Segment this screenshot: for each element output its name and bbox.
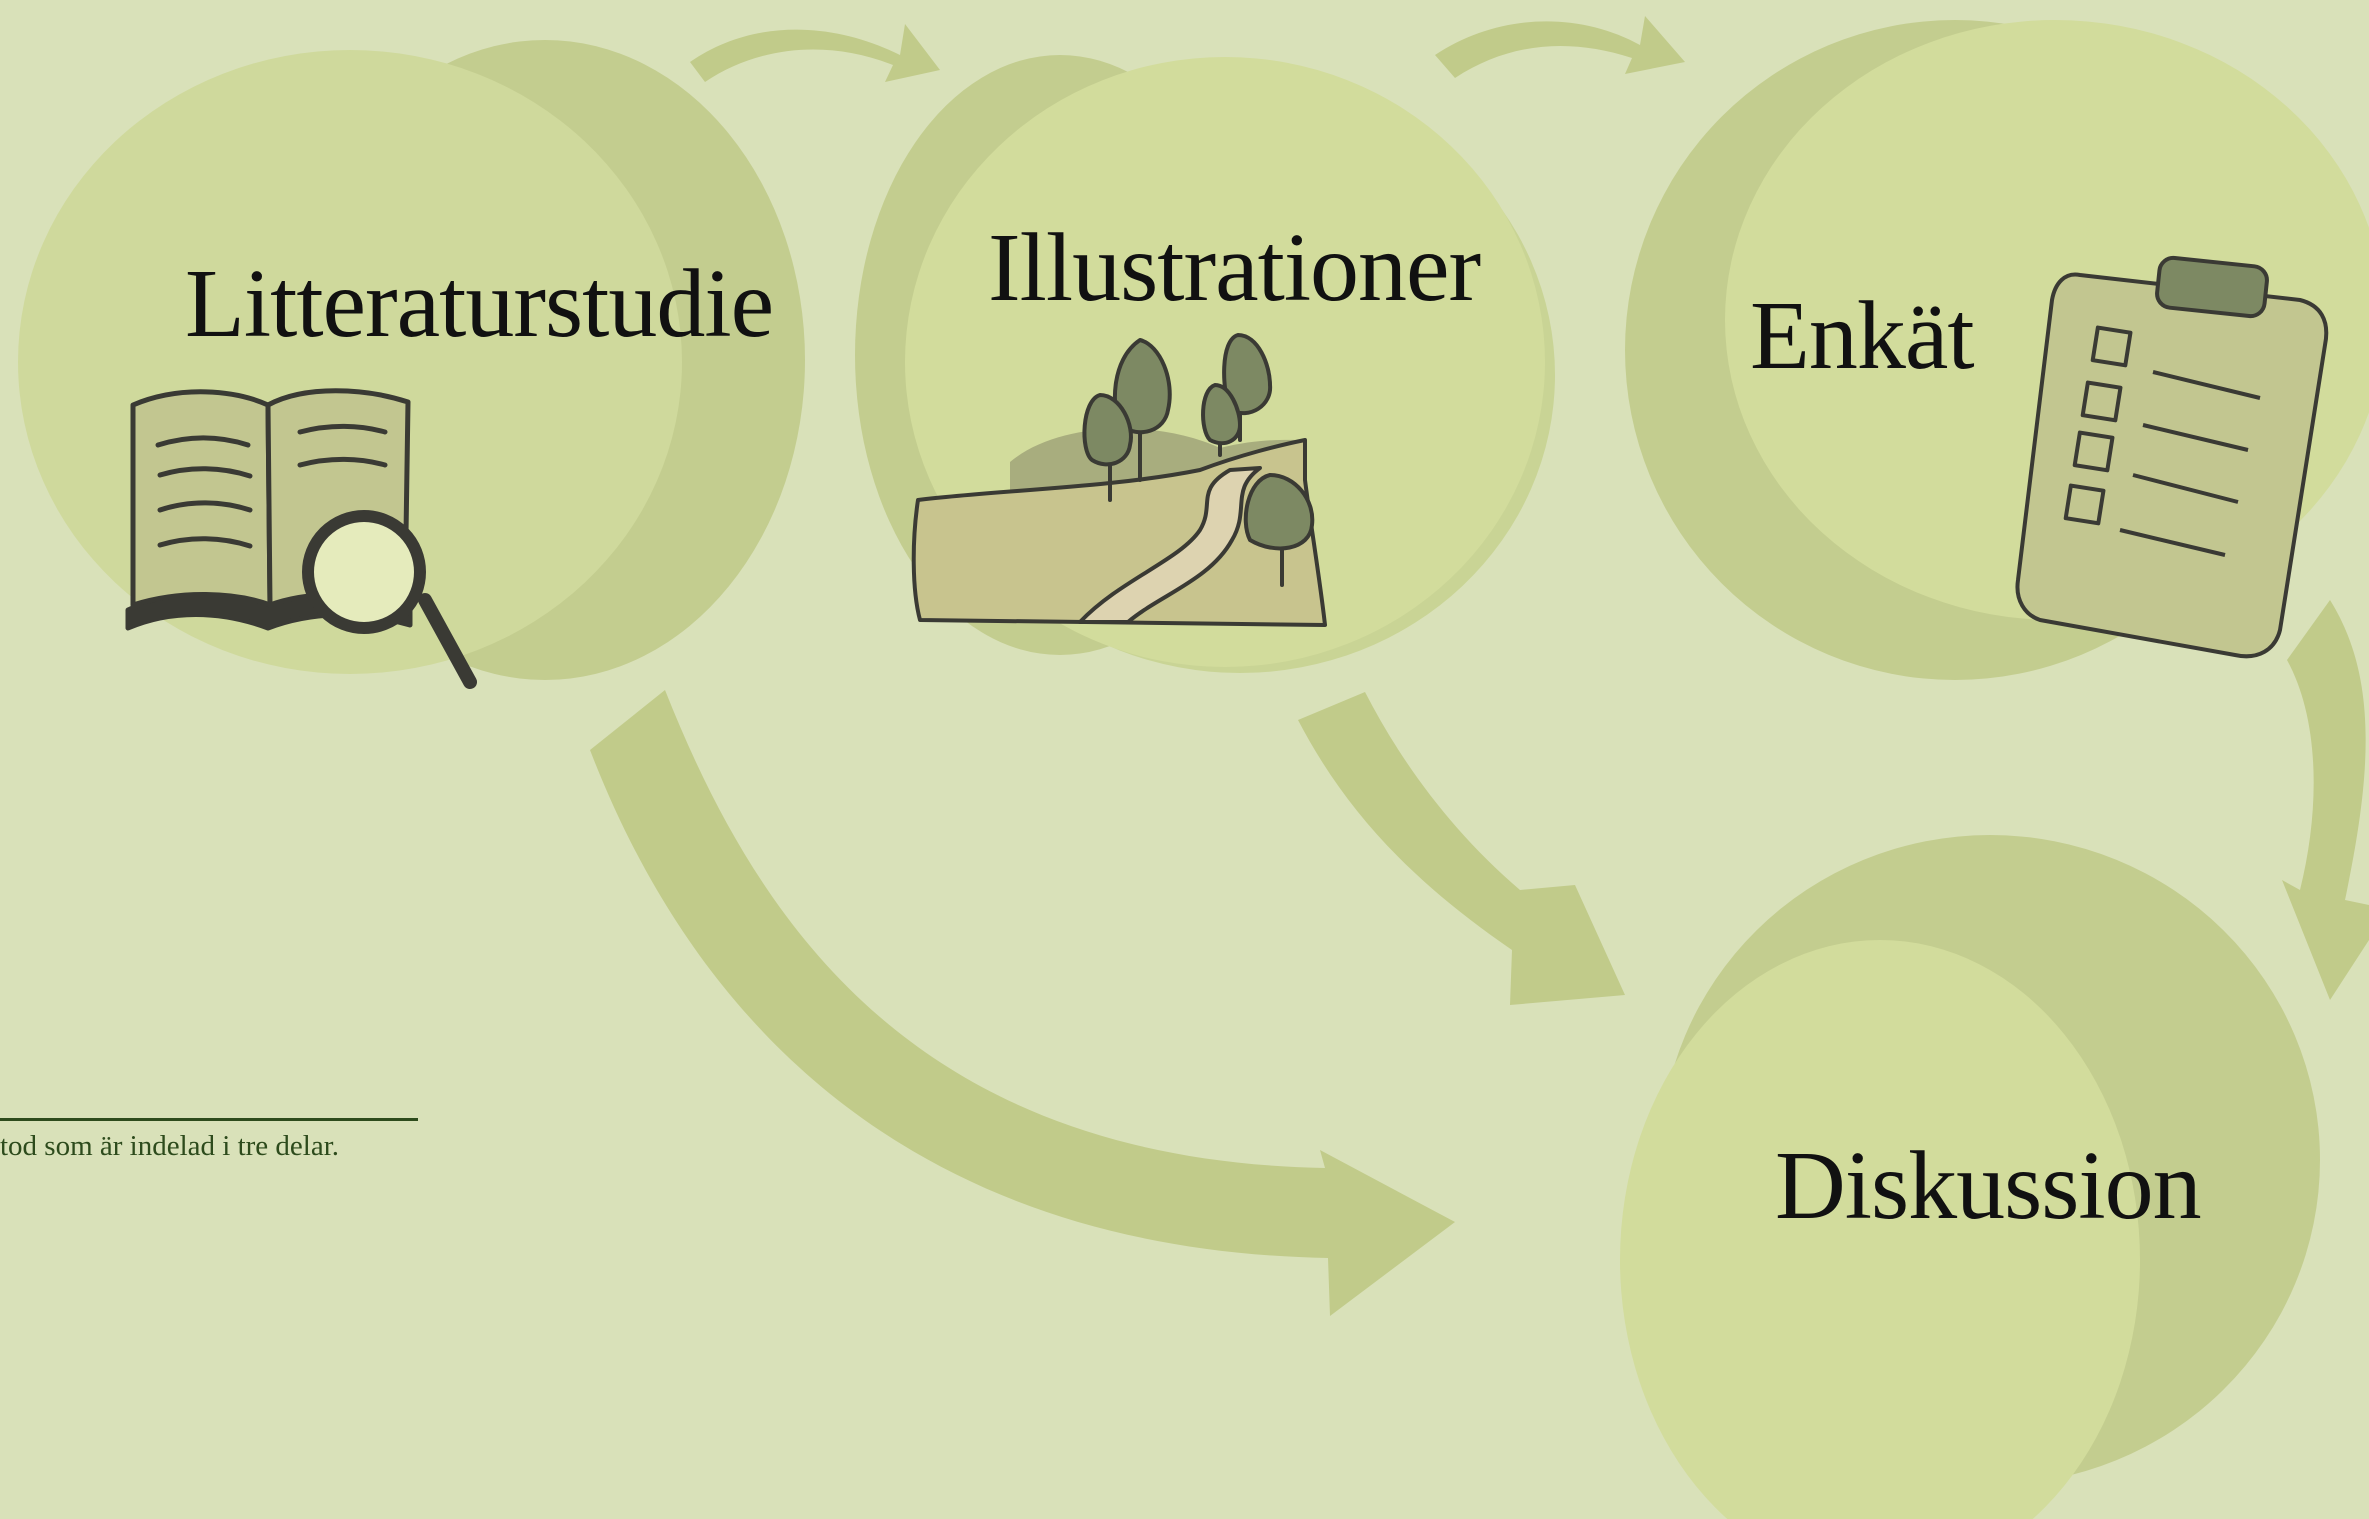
step-label-illustrationer: Illustrationer [988,214,1481,322]
arrow-ill-to-enk [1435,16,1685,78]
open-book-magnifier-icon [125,388,477,689]
side-note-rule [0,1118,418,1121]
arrow-enk-to-disk [2282,600,2369,1000]
blob-diskussion [1620,835,2320,1519]
step-label-diskussion: Diskussion [1775,1132,2202,1240]
side-note-text: tod som är indelad i tre delar. [0,1130,340,1162]
landscape-trees-icon [911,333,1327,627]
arrow-litt-to-ill [690,24,940,82]
arrow-litt-to-disk [590,690,1455,1316]
step-label-enkat: Enkät [1750,282,1975,390]
clipboard-checklist-icon [2015,255,2329,659]
step-label-litteraturstudie: Litteraturstudie [185,250,774,358]
arrow-ill-to-disk [1298,692,1625,1005]
